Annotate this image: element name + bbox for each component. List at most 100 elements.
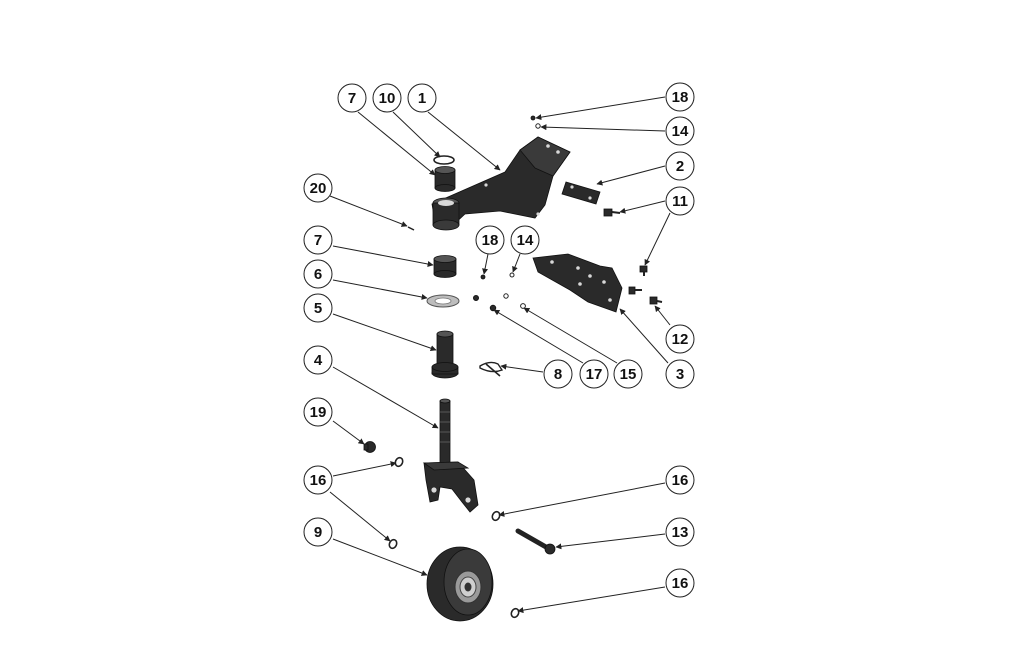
callout-7-top: 7 [337,83,367,113]
part-small-plate [561,181,601,205]
part-small-nut-mid [480,274,486,280]
leader-15 [523,307,618,364]
callout-1: 1 [407,83,437,113]
callout-16-left: 16 [303,465,333,495]
part-nut-a [472,294,479,301]
svg-text:14: 14 [672,123,689,140]
callout-11: 11 [665,186,695,216]
svg-text:18: 18 [672,89,689,106]
part-spacer-ring-a [394,456,404,468]
callout-18-mid: 18 [475,225,505,255]
leader-18-mid [482,253,489,275]
leader-2 [596,165,666,186]
leader-8 [500,363,544,373]
part-spacer-ring-c [491,510,501,522]
callout-8: 8 [543,359,573,389]
part-bolt-12b [649,296,663,305]
part-small-washer-mid [509,272,515,278]
svg-text:16: 16 [672,575,689,592]
part-wheel [426,546,494,622]
svg-text:12: 12 [672,331,689,348]
part-arm-bracket [431,136,571,231]
callout-19: 19 [303,397,333,427]
leader-11a [619,200,666,214]
callout-4: 4 [303,345,333,375]
part-nut-b [489,304,497,312]
callout-14-top: 14 [665,116,695,146]
callout-15: 15 [613,359,643,389]
part-lower-bushing [433,255,457,278]
part-small-washer-top [535,123,541,129]
svg-text:16: 16 [672,472,689,489]
leader-16b [329,491,391,542]
part-washer-b [520,303,526,309]
leader-12a [654,305,671,326]
svg-text:7: 7 [348,90,356,107]
svg-text:9: 9 [314,524,322,541]
leader-16a [332,461,397,477]
svg-text:18: 18 [482,232,499,249]
callout-16-right-bottom: 16 [665,568,695,598]
callouts: 7 10 1 18 14 2 20 11 7 18 14 6 5 12 8 17… [303,82,695,598]
leader-17 [493,309,584,364]
part-clip-pin [479,361,504,377]
part-knob [363,441,376,453]
svg-text:16: 16 [310,472,327,489]
leader-6 [332,279,428,300]
part-large-plate [532,253,623,313]
leader-14-mid [512,253,521,273]
svg-text:10: 10 [379,90,396,107]
callout-13: 13 [665,517,695,547]
part-flat-washer [426,294,460,308]
part-bolt-12a [628,286,642,295]
part-spacer-ring-d [510,607,520,619]
part-washer-a [503,293,509,299]
leader-20 [329,195,408,227]
part-ring [433,155,455,165]
callout-12: 12 [665,324,695,354]
leader-16d [517,586,666,614]
callout-10: 10 [372,83,402,113]
svg-text:2: 2 [676,158,684,175]
leader-7-lower [332,245,434,267]
part-axle-bolt [515,528,556,555]
leader-13 [555,533,666,550]
leader-5 [332,313,437,352]
svg-text:15: 15 [620,366,637,383]
svg-text:7: 7 [314,232,322,249]
leader-lines [329,96,671,614]
callout-20: 20 [303,173,333,203]
leader-9 [332,538,428,576]
part-caster-fork [422,398,479,513]
part-small-pin [407,226,415,231]
callout-3: 3 [665,359,695,389]
svg-text:11: 11 [672,193,688,210]
parts-group [363,115,663,622]
callout-16-right-top: 16 [665,465,695,495]
part-small-nut-top [530,115,536,121]
leader-4 [332,366,439,429]
svg-text:19: 19 [310,404,327,421]
leader-7-top [357,111,436,176]
svg-text:1: 1 [418,90,426,107]
callout-5: 5 [303,293,333,323]
svg-text:5: 5 [314,300,322,317]
part-bolt-lower [639,265,648,276]
svg-text:4: 4 [314,352,323,369]
leader-11b [644,212,671,266]
leader-19 [332,420,365,445]
leader-14-top [540,124,666,132]
part-bolt-upper [603,208,621,217]
svg-text:8: 8 [554,366,562,383]
callout-18-top: 18 [665,82,695,112]
svg-text:20: 20 [310,180,327,197]
callout-2: 2 [665,151,695,181]
svg-text:3: 3 [676,366,684,383]
part-upper-bushing [434,166,456,192]
leader-3 [619,308,669,364]
svg-text:17: 17 [586,366,603,383]
svg-text:14: 14 [517,232,534,249]
part-spacer-ring-b [388,538,398,550]
callout-17: 17 [579,359,609,389]
